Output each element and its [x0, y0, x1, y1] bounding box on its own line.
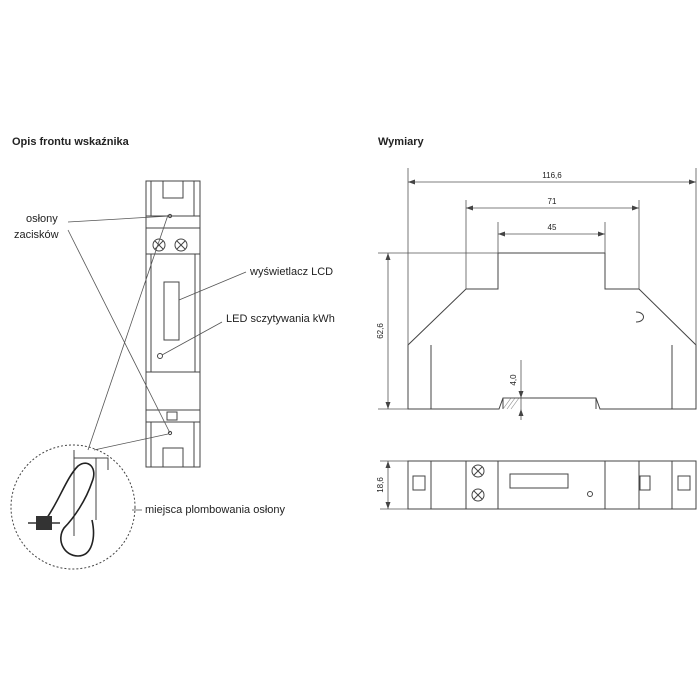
- meter-front-view: [145, 180, 201, 468]
- dim-overall-width: 116,6: [542, 171, 562, 180]
- lcd-window: [163, 281, 180, 341]
- dim-rail-step: 4,0: [509, 374, 518, 386]
- seal-points-label: miejsca plombowania osłony: [145, 504, 286, 516]
- dim-height: 62,6: [376, 323, 385, 339]
- screw-left: [152, 238, 166, 252]
- seal-block: [36, 516, 52, 530]
- dimension-arrows: [385, 179, 696, 509]
- meter-top-view: [407, 460, 697, 510]
- clip-right: [677, 475, 691, 491]
- meter-body-outline: [145, 180, 201, 468]
- terminal-screws: [152, 238, 188, 252]
- top-view-screws: [471, 464, 485, 502]
- dimension-lines: [378, 168, 697, 510]
- lcd-label: wyświetlacz LCD: [250, 266, 334, 278]
- dimensions-heading: Wymiary: [378, 136, 424, 148]
- screw-right: [174, 238, 188, 252]
- profile-outline: [407, 252, 697, 410]
- front-description-heading: Opis frontu wskaźnika: [12, 136, 129, 148]
- dim-depth: 18,6: [376, 477, 385, 493]
- seal-detail: [10, 444, 136, 570]
- detail-circle: [10, 444, 136, 570]
- terminal-covers-label-line1: osłony: [26, 213, 58, 225]
- meter-side-profile: [407, 252, 697, 410]
- dim-middle-width: 71: [548, 197, 557, 206]
- dim-top-width: 45: [548, 223, 557, 232]
- bottom-terminal-cover: [150, 422, 195, 467]
- rail-hatch: [502, 397, 520, 410]
- leader-lines: [67, 214, 247, 511]
- top-view-outline: [407, 460, 697, 510]
- led-indicator: [157, 353, 163, 359]
- terminal-covers-label-line2: zacisków: [14, 229, 59, 241]
- top-lcd-window: [509, 473, 569, 489]
- seal-wire: [43, 462, 95, 557]
- clip-left: [412, 475, 426, 491]
- led-label: LED sczytywania kWh: [226, 313, 335, 325]
- detail-cover: [73, 450, 109, 536]
